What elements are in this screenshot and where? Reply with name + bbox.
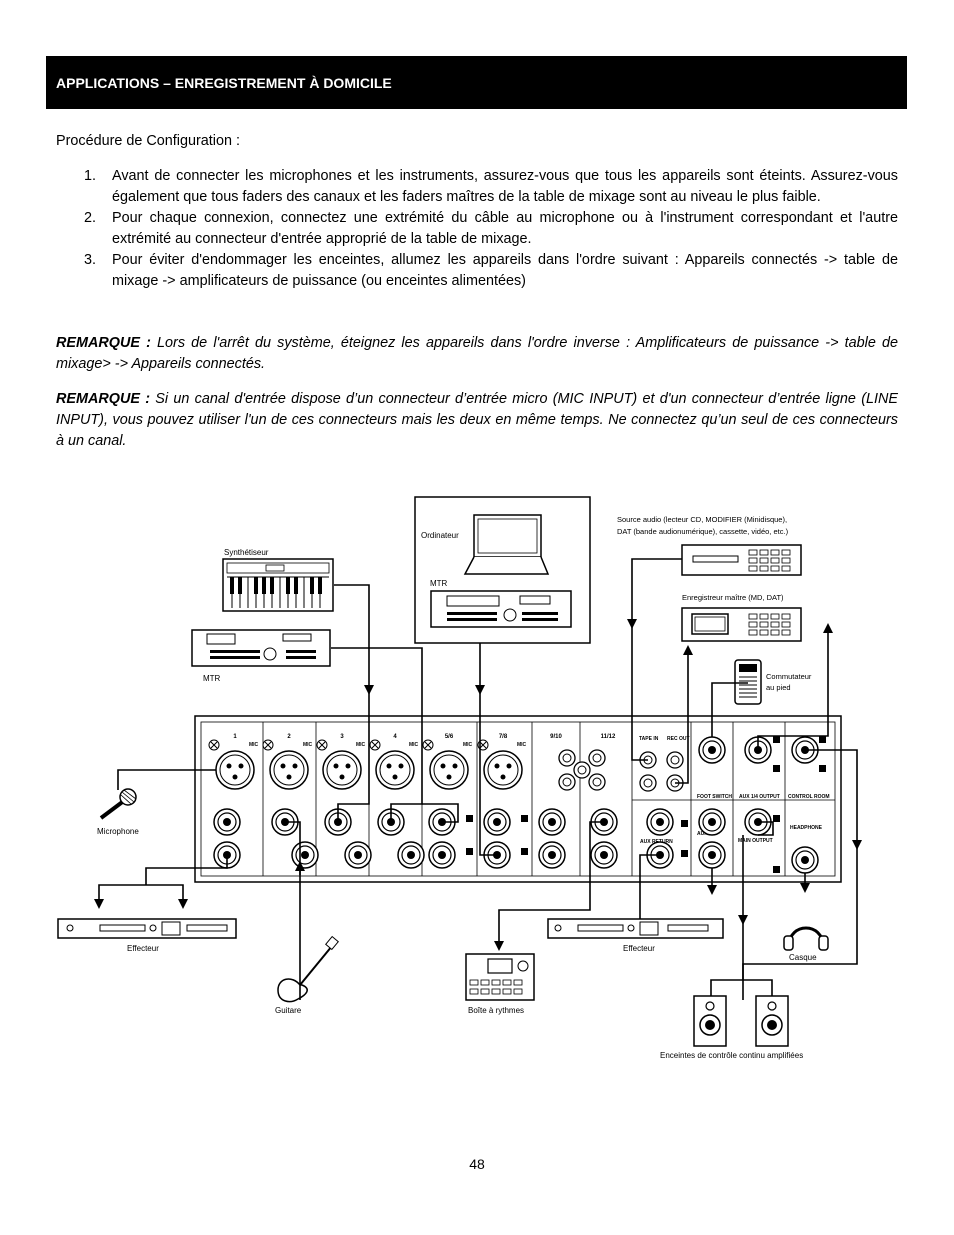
- source-label-1: Source audio (lecteur CD, MODIFIER (Mini…: [617, 515, 787, 524]
- mixer-panel: 1 2 3 4 5/6 7/8 9/10 11/12 MIC MIC MIC M…: [194, 715, 842, 883]
- computer-group: Ordinateur MTR: [414, 496, 591, 644]
- microphone: Microphone: [97, 788, 139, 836]
- connection-diagram: 1 2 3 4 5/6 7/8 9/10 11/12 MIC MIC MIC M…: [57, 496, 862, 1060]
- ch-number: 5/6: [445, 734, 454, 740]
- drum-machine: Boîte à rythmes: [465, 953, 535, 1015]
- ch-number: 3: [340, 734, 344, 740]
- guitar-label: Guitare: [275, 1006, 302, 1015]
- ch-number: 4: [393, 734, 397, 740]
- mic-label: MIC: [409, 742, 419, 748]
- headphones-label: Casque: [789, 953, 817, 962]
- footswitch-label-2: au pied: [766, 683, 791, 692]
- mtr-left: MTR: [191, 629, 331, 683]
- ch-number: 1: [233, 734, 237, 740]
- step-text: Pour éviter d'endommager les enceintes, …: [112, 252, 898, 289]
- note-connectors: REMARQUE : Si un canal d'entrée dispose …: [56, 389, 898, 452]
- computer-label: Ordinateur: [421, 531, 459, 540]
- mic-label: MIC: [303, 742, 313, 748]
- effects-left-label: Effecteur: [127, 944, 159, 953]
- main-output-label: MAIN OUTPUT: [738, 838, 773, 844]
- master-recorder: Enregistreur maître (MD, DAT): [681, 593, 802, 642]
- mic-label: MIC: [356, 742, 366, 748]
- note-text: Si un canal d'entrée dispose d’un connec…: [56, 391, 898, 449]
- cables: [94, 558, 862, 1000]
- note-label: REMARQUE :: [56, 391, 151, 407]
- synthesizer: Synthétiseur: [222, 548, 334, 612]
- ch-number: 9/10: [550, 734, 562, 740]
- mtr-center-label: MTR: [430, 579, 448, 588]
- effects-right-label: Effecteur: [623, 944, 655, 953]
- headphone-label: HEADPHONE: [790, 825, 823, 831]
- setup-steps: 1. Avant de connecter les microphones et …: [56, 166, 898, 292]
- source-label-2: DAT (bande audionumérique), cassette, vi…: [617, 527, 789, 536]
- ch-number: 11/12: [601, 734, 616, 740]
- mic-label: MIC: [249, 742, 259, 748]
- microphone-label: Microphone: [97, 827, 139, 836]
- mic-label: MIC: [517, 742, 527, 748]
- tape-in-label: TAPE IN: [639, 736, 659, 742]
- step-number: 2.: [84, 210, 97, 226]
- intro-text: Procédure de Configuration :: [56, 133, 240, 149]
- step-item: 1. Avant de connecter les microphones et …: [56, 166, 898, 208]
- mtr-left-label: MTR: [203, 674, 221, 683]
- mic-label: MIC: [463, 742, 473, 748]
- master-rec-label: Enregistreur maître (MD, DAT): [682, 593, 784, 602]
- footswitch-label-1: Commutateur: [766, 672, 812, 681]
- control-room-label: CONTROL ROOM: [788, 794, 830, 800]
- foot-switch-label: FOOT SWITCH: [697, 794, 732, 800]
- audio-source: Source audio (lecteur CD, MODIFIER (Mini…: [617, 515, 802, 576]
- rec-out-label: REC OUT: [667, 736, 690, 742]
- step-text: Avant de connecter les microphones et le…: [112, 168, 898, 205]
- ch-number: 2: [287, 734, 291, 740]
- note-label: REMARQUE :: [56, 335, 151, 351]
- foot-switch: Commutateur au pied: [734, 659, 812, 705]
- effects-left: Effecteur: [57, 918, 237, 953]
- step-item: 2. Pour chaque connexion, connectez une e…: [56, 208, 898, 250]
- studio-monitors: Enceintes de contrôle continu amplifiées: [660, 995, 803, 1060]
- aux-label: AUX: [697, 831, 708, 837]
- guitar: Guitare: [275, 935, 339, 1015]
- section-header: APPLICATIONS – ENREGISTREMENT À DOMICILE: [46, 56, 907, 109]
- page-number: 48: [469, 1156, 485, 1172]
- monitors-label: Enceintes de contrôle continu amplifiées: [660, 1051, 803, 1060]
- step-text: Pour chaque connexion, connectez une ext…: [112, 210, 898, 247]
- step-item: 3. Pour éviter d'endommager les enceintes…: [56, 250, 898, 292]
- note-shutdown: REMARQUE : Lors de l'arrêt du système, é…: [56, 333, 898, 375]
- step-number: 3.: [84, 252, 97, 268]
- ch-number: 7/8: [499, 734, 508, 740]
- synth-label: Synthétiseur: [224, 548, 269, 557]
- aux-out-label: AUX 1/4 OUTPUT: [739, 794, 780, 800]
- effects-right: Effecteur: [547, 918, 724, 953]
- drum-machine-label: Boîte à rythmes: [468, 1006, 524, 1015]
- note-text: Lors de l'arrêt du système, éteignez les…: [56, 335, 898, 372]
- headphones: Casque: [783, 926, 829, 962]
- step-number: 1.: [84, 168, 97, 184]
- section-title: APPLICATIONS – ENREGISTREMENT À DOMICILE: [56, 75, 392, 91]
